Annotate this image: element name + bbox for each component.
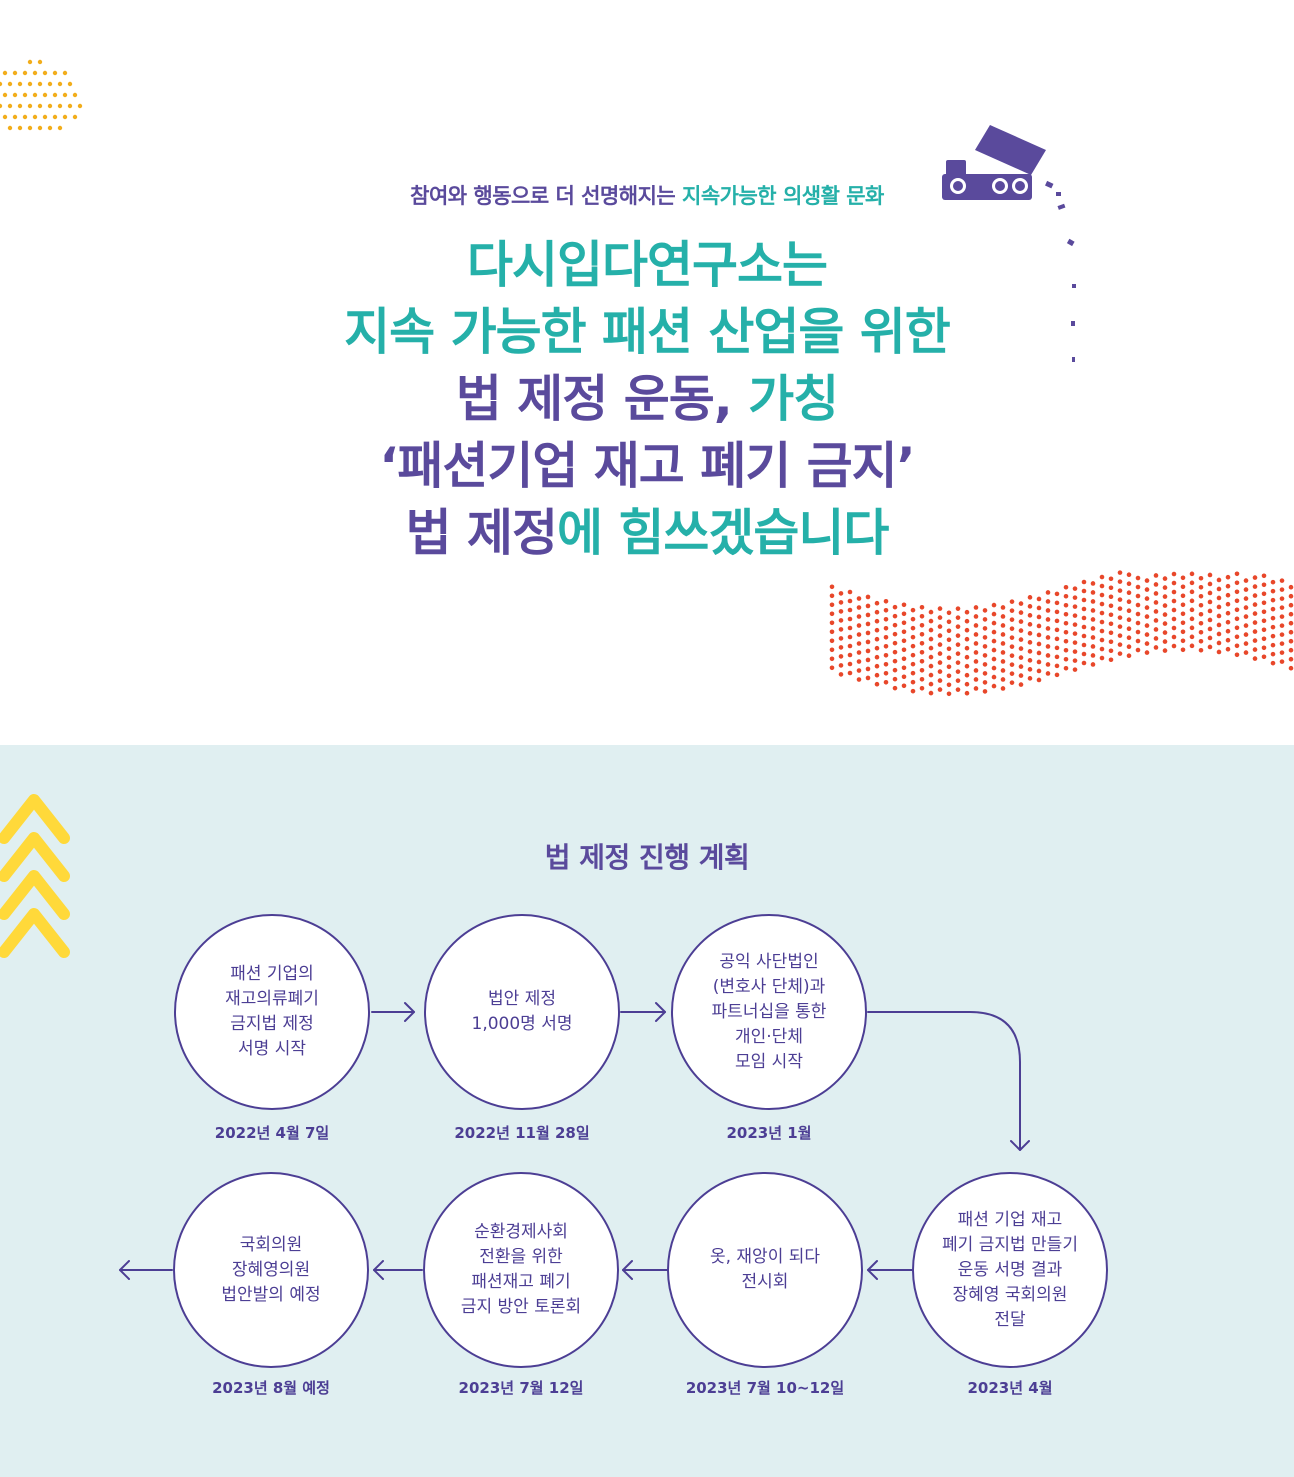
- arrow-left-icon: [373, 1260, 423, 1280]
- arrow-right-icon: [371, 1002, 415, 1022]
- step-date: 2022년 11월 28일: [454, 1124, 590, 1142]
- arrow-curve-down-icon: [867, 1011, 1030, 1151]
- step-date: 2023년 8월 예정: [212, 1379, 330, 1397]
- hero-headline: 다시입다연구소는 지속 가능한 패션 산업을 위한 법 제정 운동, 가칭 ‘패…: [0, 232, 1294, 567]
- arrow-right-icon: [620, 1002, 666, 1022]
- subtitle-text: 참여와 행동으로 더 선명해지는: [410, 184, 683, 208]
- chevron-up-icon: [0, 794, 70, 958]
- step-text: 국회의원 장혜영의원 법안발의 예정: [221, 1234, 321, 1305]
- arrow-left-icon: [867, 1260, 913, 1280]
- step-date: 2022년 4월 7일: [214, 1124, 330, 1142]
- step-node-7: 국회의원 장혜영의원 법안발의 예정: [173, 1172, 369, 1368]
- step-node-3: 공익 사단법인 (변호사 단체)과 파트너십을 통한 개인·단체 모임 시작: [671, 914, 867, 1110]
- step-node-6: 순환경제사회 전환을 위한 패션재고 폐기 금지 방안 토론회: [423, 1172, 619, 1368]
- step-node-5: 옷, 재앙이 되다 전시회: [667, 1172, 863, 1368]
- headline-line-5: 법 제정에 힘쓰겠습니다: [405, 504, 890, 562]
- hero-subtitle: 참여와 행동으로 더 선명해지는 지속가능한 의생활 문화: [0, 180, 1294, 210]
- step-node-1: 패션 기업의 재고의류폐기 금지법 제정 서명 시작: [174, 914, 370, 1110]
- step-text: 공익 사단법인 (변호사 단체)과 파트너십을 통한 개인·단체 모임 시작: [711, 951, 827, 1072]
- arrow-left-icon: [119, 1260, 173, 1280]
- headline-line-4: ‘패션기업 재고 폐기 금지’: [379, 437, 915, 495]
- step-node-2: 법안 제정 1,000명 서명: [424, 914, 620, 1110]
- step-text: 패션 기업의 재고의류폐기 금지법 제정 서명 시작: [225, 964, 319, 1059]
- red-dot-wave-pattern: [829, 570, 1294, 697]
- headline-line-1: 다시입다연구소는: [467, 236, 828, 294]
- arrow-left-icon: [622, 1260, 668, 1280]
- plan-title: 법 제정 진행 계획: [544, 841, 750, 874]
- step-node-4: 패션 기업 재고 폐기 금지법 만들기 운동 서명 결과 장혜영 국회의원 전달: [912, 1172, 1108, 1368]
- orange-dot-pattern: [0, 59, 83, 131]
- plan-section-background: [0, 745, 1294, 1477]
- step-date: 2023년 7월 10~12일: [685, 1379, 845, 1397]
- step-text: 패션 기업 재고 폐기 금지법 만들기 운동 서명 결과 장혜영 국회의원 전달: [942, 1209, 1078, 1330]
- headline-line-2: 지속 가능한 패션 산업을 위한: [344, 303, 951, 361]
- step-date: 2023년 4월: [967, 1379, 1053, 1397]
- step-text: 순환경제사회 전환을 위한 패션재고 폐기 금지 방안 토론회: [460, 1222, 582, 1317]
- headline-line-3: 법 제정 운동, 가칭: [455, 370, 839, 428]
- step-text: 옷, 재앙이 되다 전시회: [709, 1247, 821, 1292]
- step-date: 2023년 1월: [726, 1124, 812, 1142]
- step-date: 2023년 7월 12일: [458, 1379, 584, 1397]
- dump-truck-icon: [942, 125, 1076, 362]
- hero-section: 참여와 행동으로 더 선명해지는 지속가능한 의생활 문화 다시입다연구소는 지…: [0, 180, 1294, 567]
- subtitle-highlight: 지속가능한 의생활 문화: [682, 184, 884, 208]
- step-text: 법안 제정 1,000명 서명: [471, 989, 573, 1034]
